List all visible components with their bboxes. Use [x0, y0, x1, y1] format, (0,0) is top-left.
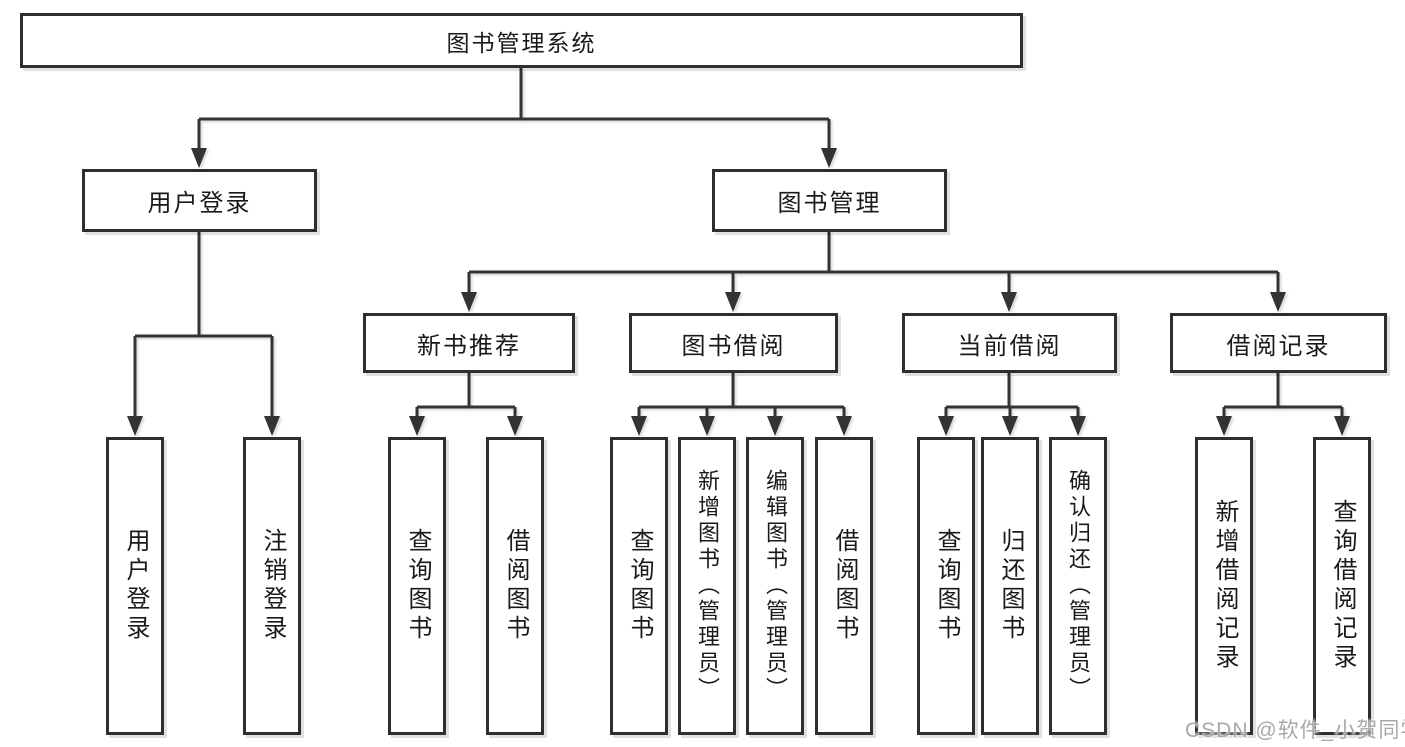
arrow-down-icon — [938, 416, 954, 436]
leaf-user-login: 用户登录 — [106, 437, 164, 735]
arrow-down-icon — [461, 292, 477, 312]
arrow-down-icon — [1270, 292, 1286, 312]
leaf-edit-books-admin: 编辑图书（管理员） — [746, 437, 804, 735]
node-root-system: 图书管理系统 — [20, 13, 1023, 68]
arrow-down-icon — [1334, 416, 1350, 436]
leaf-return-books: 归还图书 — [981, 437, 1039, 735]
node-user-login-branch: 用户登录 — [82, 169, 317, 232]
arrow-down-icon — [127, 416, 143, 436]
leaf-query-books-current: 查询图书 — [917, 437, 975, 735]
arrow-down-icon — [767, 416, 783, 436]
leaf-confirm-return-admin: 确认归还（管理员） — [1049, 437, 1107, 735]
arrow-down-icon — [507, 416, 523, 436]
arrow-down-icon — [836, 416, 852, 436]
arrow-down-icon — [1002, 416, 1018, 436]
node-borrowing-records: 借阅记录 — [1170, 313, 1387, 373]
arrow-down-icon — [264, 416, 280, 436]
leaf-query-books-borrowing: 查询图书 — [610, 437, 668, 735]
arrow-down-icon — [191, 148, 207, 168]
arrow-down-icon — [725, 292, 741, 312]
arrow-down-icon — [1216, 416, 1232, 436]
leaf-query-books-recommend: 查询图书 — [388, 437, 446, 735]
leaf-add-books-admin: 新增图书（管理员） — [678, 437, 736, 735]
arrow-down-icon — [1001, 292, 1017, 312]
arrow-down-icon — [1070, 416, 1086, 436]
leaf-logout: 注销登录 — [243, 437, 301, 735]
node-current-borrowing: 当前借阅 — [902, 313, 1117, 373]
arrow-down-icon — [409, 416, 425, 436]
leaf-add-borrow-record: 新增借阅记录 — [1195, 437, 1253, 735]
node-book-management-branch: 图书管理 — [712, 169, 947, 232]
csdn-watermark: CSDN @软件_小贺同学 — [1185, 719, 1405, 742]
node-new-book-recommend: 新书推荐 — [363, 313, 575, 373]
leaf-query-borrow-record: 查询借阅记录 — [1313, 437, 1371, 735]
leaf-borrow-books-borrowing: 借阅图书 — [815, 437, 873, 735]
arrow-down-icon — [821, 148, 837, 168]
leaf-borrow-books-recommend: 借阅图书 — [486, 437, 544, 735]
arrow-down-icon — [699, 416, 715, 436]
node-book-borrowing: 图书借阅 — [629, 313, 838, 373]
arrow-down-icon — [631, 416, 647, 436]
